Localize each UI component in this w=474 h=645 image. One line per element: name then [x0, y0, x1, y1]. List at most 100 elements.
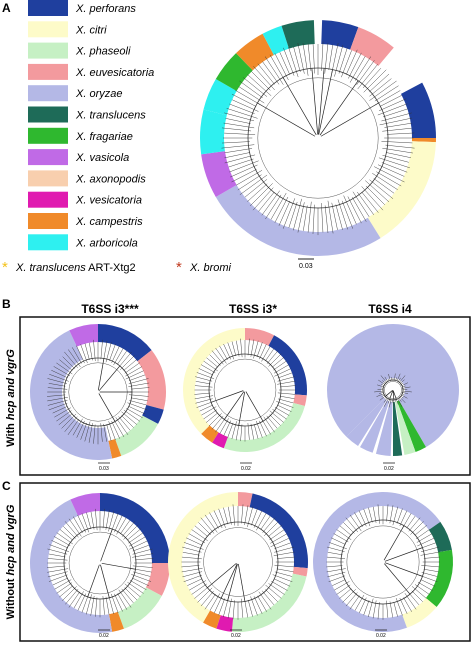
tree-branch	[116, 517, 127, 535]
tree-branch	[108, 421, 116, 441]
tree-branch	[270, 538, 290, 547]
scale-bar-label: 0.03	[299, 263, 313, 270]
tree-branch	[103, 340, 108, 361]
tree-branch	[327, 200, 334, 234]
tree-branch	[320, 102, 379, 137]
tree-branch	[128, 532, 144, 544]
tree-branch	[115, 417, 129, 435]
tree-branch	[421, 572, 438, 577]
tree-branch	[105, 596, 110, 615]
tree-branch	[415, 529, 430, 540]
tree-branch	[203, 409, 218, 420]
tree-branch	[200, 590, 214, 607]
tree-branch	[258, 591, 272, 610]
tree-branch	[361, 191, 379, 213]
tree-branch	[411, 590, 423, 602]
tree-branch	[369, 80, 397, 101]
tree-branch	[223, 507, 229, 525]
clade-sector	[231, 573, 307, 632]
legend-label: X. phaseoli	[75, 46, 131, 58]
tree-branch	[97, 358, 105, 391]
tree-branch	[336, 584, 351, 595]
clade-sector	[268, 335, 307, 396]
legend-swatch	[28, 127, 68, 144]
tree-branch	[237, 174, 262, 191]
tree-branch	[270, 192, 287, 220]
tree-branch	[400, 379, 405, 384]
clade-sector	[367, 141, 436, 239]
tree-branch	[187, 578, 203, 586]
tree-branch	[273, 578, 291, 587]
tree-branch	[132, 553, 154, 558]
svg-text:0.02: 0.02	[384, 466, 394, 472]
tree-branch	[389, 399, 392, 408]
clade-sector	[215, 53, 253, 91]
svg-text:0.02: 0.02	[99, 633, 109, 639]
art-marker-label: X. translucens ART-Xtg2	[15, 262, 136, 274]
tree-branch	[331, 42, 339, 74]
tree-branch	[349, 595, 360, 610]
tree-branch	[271, 581, 288, 591]
tree-branch	[53, 536, 71, 547]
tree-branch	[200, 517, 215, 534]
tree-branch	[58, 413, 73, 426]
tree-branch	[224, 132, 256, 135]
tree-branch	[47, 378, 67, 384]
clade-sector	[327, 324, 393, 437]
clade-sector	[346, 398, 387, 446]
tree-branch	[404, 593, 417, 610]
clade-sector	[402, 597, 437, 628]
tree-branch	[394, 373, 396, 381]
tree-branch	[232, 99, 259, 112]
tree-branch	[382, 147, 413, 154]
tree-branch	[218, 598, 225, 616]
tree-branch	[226, 108, 258, 119]
tree-branch	[106, 424, 112, 442]
tree-branch	[93, 424, 96, 444]
tree-branch	[47, 387, 68, 390]
tree-branch	[385, 144, 415, 149]
tree-branch	[326, 565, 343, 568]
tree-branch	[382, 380, 387, 385]
tree-branch	[273, 360, 287, 371]
tree-branch	[247, 423, 250, 440]
tree-branch	[283, 47, 295, 76]
tree-branch	[194, 587, 208, 599]
tree-ring	[346, 525, 420, 599]
tree-branch	[341, 50, 352, 78]
clade-sector	[236, 33, 274, 71]
legend-swatch	[28, 213, 68, 229]
tree-branch	[373, 178, 395, 194]
tree-branch	[356, 60, 375, 85]
tree-branch	[277, 372, 293, 379]
tree-branch	[49, 544, 70, 552]
clade-sector	[428, 521, 452, 553]
tree-branch	[349, 56, 366, 83]
legend-label: X. perforans	[75, 3, 136, 15]
tree-branch	[243, 77, 268, 97]
tree-branch	[89, 342, 93, 361]
tree-b-i4	[327, 324, 459, 456]
tree-branch	[421, 542, 436, 549]
tree-branch	[100, 564, 110, 598]
scale-bar-a: 0.03	[298, 258, 314, 270]
tree-branch	[396, 373, 401, 382]
tree-branch	[268, 353, 282, 367]
tree-branch	[373, 506, 377, 523]
tree-branch	[231, 93, 257, 107]
tree-branch	[48, 402, 68, 411]
bromi-marker-label: X. bromi	[189, 262, 232, 274]
tree-branch	[393, 601, 398, 617]
tree-branch	[368, 598, 374, 618]
tree-branch	[324, 42, 329, 74]
tree-branch	[118, 351, 132, 368]
tree-branch	[183, 542, 204, 550]
tree-branch	[266, 415, 278, 429]
tree-branch	[389, 505, 394, 524]
tree-branch	[274, 53, 289, 81]
clade-sector	[201, 425, 219, 443]
tree-branch	[335, 204, 343, 230]
tree-branch	[224, 112, 255, 122]
row-label-without: Without hcp and vgrG	[5, 504, 17, 619]
